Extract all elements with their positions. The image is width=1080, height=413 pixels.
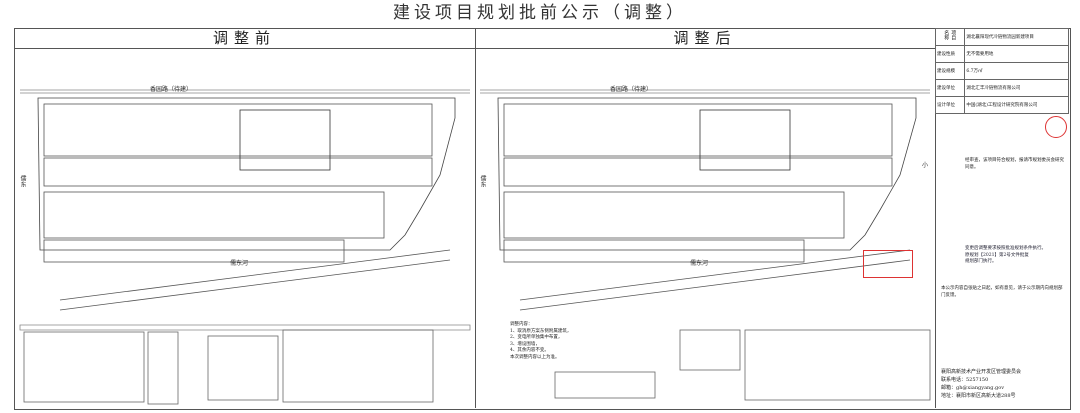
note-line: 3、增设围墙，	[510, 341, 540, 347]
road-label-east-after: 小	[922, 162, 929, 169]
note-line: 调整内容：	[510, 322, 533, 327]
after-panel: 调整后	[475, 28, 936, 408]
road-label-north-before: 香园路（待建）	[150, 86, 193, 93]
org-name: 襄阳高新技术产业开发区管理委员会	[941, 369, 1022, 375]
public-notice: 本公示内容自张贴之日起，如有意见，请于公示期内向规划部门反馈。	[941, 286, 1063, 298]
note-line: 1、取消原方案东侧附属建筑，	[510, 328, 572, 334]
road-label-south-before: 儒东河	[230, 260, 249, 267]
road-label-west-after: 儒东	[479, 175, 486, 187]
approval-stamp	[863, 250, 913, 278]
build-unit: 湖北汇丰冷链物流有限公司	[964, 79, 1069, 97]
note-line: 本次调整内容以上为准。	[510, 354, 560, 360]
red-note: 变更后调整要求按照批准规划条件执行。	[965, 246, 1046, 251]
after-heading: 调整后	[475, 28, 935, 49]
design-unit: 中国(湖北)工程设计研究院有限公司	[964, 96, 1069, 114]
road-label-north-after: 香园路（待建）	[610, 86, 653, 93]
note-line: 2、变电所单独集中布置，	[510, 335, 563, 340]
page-title: 建设项目规划批前公示（调整）	[393, 3, 687, 23]
contact-email: 邮箱：gh@xiangyang.gov	[941, 385, 1005, 391]
note-line: 4、其余内容不变。	[510, 348, 549, 353]
footer-info: 襄阳高新技术产业开发区管理委员会 联系电话：5257150 邮箱：gh@xian…	[941, 368, 1065, 400]
before-heading: 调整前	[14, 28, 475, 49]
build-scale: 6.7万㎡	[964, 62, 1069, 80]
road-label-west-before: 儒东	[19, 175, 26, 187]
road-label-south-after: 儒东河	[690, 260, 709, 267]
contact-phone: 联系电话：5257150	[941, 377, 989, 383]
official-seal	[1045, 116, 1067, 138]
red-note: 原规划【2021】第2号文件批复	[965, 252, 1029, 258]
build-nature: 无不需要用地	[964, 45, 1069, 63]
before-panel: 调整前	[14, 28, 476, 408]
review-opinion: 经审查，该项目符合规划，报请市规划委员会研究同意。	[965, 158, 1064, 170]
document-frame	[14, 28, 1071, 410]
contact-address: 地址：襄阳市新区高新大道288号	[941, 393, 1016, 399]
red-note: 规划部门执行。	[965, 259, 997, 264]
adjustment-notes: 调整内容： 1、取消原方案东侧附属建筑， 2、变电所单独集中布置， 3、增设围墙…	[510, 322, 630, 361]
project-name: 湖北襄阳现代冷链物流园新建项目	[964, 28, 1069, 46]
red-notes: 变更后调整要求按照批准规划条件执行。 原规划【2021】第2号文件批复 规划部门…	[965, 246, 1065, 266]
